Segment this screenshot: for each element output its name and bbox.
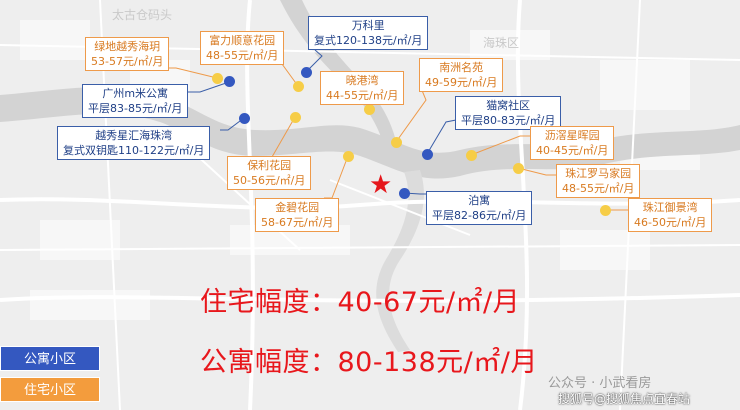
callout-name: 广州m米公寓	[102, 87, 169, 100]
marker-baoli[interactable]	[290, 112, 301, 123]
map-label-taigu: 太古仓码头	[112, 8, 173, 22]
marker-liyao[interactable]	[466, 150, 477, 161]
legend-residential: 住宅小区	[0, 377, 100, 402]
callout-name: 越秀星汇海珠湾	[95, 129, 173, 142]
marker-jinbi[interactable]	[343, 151, 354, 162]
callout-wanke[interactable]: 万科里 复式120-138元/㎡/月	[308, 16, 429, 50]
marker-fuli[interactable]	[293, 81, 304, 92]
marker-boyu[interactable]	[399, 188, 410, 199]
marker-lvdi[interactable]	[212, 73, 223, 84]
callout-price: 平层82-86元/㎡/月	[432, 209, 527, 222]
callout-baoli[interactable]: 保利花园 50-56元/㎡/月	[227, 156, 312, 190]
callout-lvdi[interactable]: 绿地越秀海玥 53-57元/㎡/月	[85, 37, 170, 71]
callout-name: 珠江罗马家园	[565, 167, 632, 180]
map-label-haizhu: 海珠区	[483, 36, 520, 50]
marker-yuexiu[interactable]	[239, 113, 250, 124]
callout-liyao[interactable]: 沥滘星晖园 40-45元/㎡/月	[530, 126, 615, 160]
callout-maowo[interactable]: 猫窝社区 平层80-83元/㎡/月	[455, 96, 562, 130]
callout-fuli[interactable]: 富力顺意花园 48-55元/㎡/月	[200, 31, 285, 65]
callout-name: 富力顺意花园	[209, 34, 276, 47]
location-star-icon[interactable]: ★	[369, 170, 393, 200]
callout-name: 万科里	[351, 19, 385, 32]
callout-price: 44-55元/㎡/月	[326, 89, 399, 102]
callout-name: 金碧花园	[275, 201, 320, 214]
marker-maowo[interactable]	[422, 149, 433, 160]
callout-jinbi[interactable]: 金碧花园 58-67元/㎡/月	[255, 198, 340, 232]
marker-guangzhou[interactable]	[224, 76, 235, 87]
callout-name: 晓港湾	[345, 74, 379, 87]
marker-zhujiang-yjw[interactable]	[600, 205, 611, 216]
callout-price: 50-56元/㎡/月	[233, 174, 306, 187]
callout-price: 53-57元/㎡/月	[91, 55, 164, 68]
callout-price: 平层80-83元/㎡/月	[461, 114, 556, 127]
callout-guangzhou[interactable]: 广州m米公寓 平层83-85元/㎡/月	[82, 84, 189, 118]
callout-name: 泊寓	[468, 194, 491, 207]
callout-name: 绿地越秀海玥	[94, 40, 161, 53]
watermark-account: 公众号 · 小武看房	[548, 376, 652, 391]
callout-price: 58-67元/㎡/月	[261, 216, 334, 229]
callout-price: 48-55元/㎡/月	[562, 182, 635, 195]
callout-price: 49-59元/㎡/月	[425, 76, 498, 89]
callout-price: 40-45元/㎡/月	[536, 144, 609, 157]
marker-xiaogang[interactable]	[364, 104, 375, 115]
marker-zhujiang-lmj[interactable]	[513, 163, 524, 174]
apartment-range-text: 公寓幅度：80-138元/㎡/月	[200, 347, 538, 378]
callout-yuexiu[interactable]: 越秀星汇海珠湾 复式双钥匙110-122元/㎡/月	[57, 126, 211, 160]
callout-xiaogang[interactable]: 晓港湾 44-55元/㎡/月	[320, 71, 405, 105]
callout-zhujiang-lmj[interactable]: 珠江罗马家园 48-55元/㎡/月	[556, 164, 641, 198]
callout-boyu[interactable]: 泊寓 平层82-86元/㎡/月	[426, 191, 533, 225]
marker-wanke[interactable]	[301, 67, 312, 78]
watermark-site: 搜狐号@搜狐焦点宜春站	[558, 392, 691, 406]
callout-name: 保利花园	[247, 159, 292, 172]
callout-price: 46-50元/㎡/月	[634, 216, 707, 229]
callout-price: 复式双钥匙110-122元/㎡/月	[63, 144, 205, 157]
callout-name: 猫窝社区	[486, 99, 531, 112]
residential-range-text: 住宅幅度：40-67元/㎡/月	[200, 287, 521, 318]
callout-zhujiang-yjw[interactable]: 珠江御景湾 46-50元/㎡/月	[628, 198, 713, 232]
callout-price: 平层83-85元/㎡/月	[88, 102, 183, 115]
callout-name: 珠江御景湾	[642, 201, 698, 214]
callout-name: 沥滘星晖园	[544, 129, 600, 142]
callout-nanzhou[interactable]: 南洲名苑 49-59元/㎡/月	[419, 58, 504, 92]
callout-price: 复式120-138元/㎡/月	[314, 34, 423, 47]
marker-nanzhou[interactable]	[391, 137, 402, 148]
callout-name: 南洲名苑	[439, 61, 484, 74]
legend-apartment: 公寓小区	[0, 346, 100, 371]
callout-price: 48-55元/㎡/月	[206, 49, 279, 62]
